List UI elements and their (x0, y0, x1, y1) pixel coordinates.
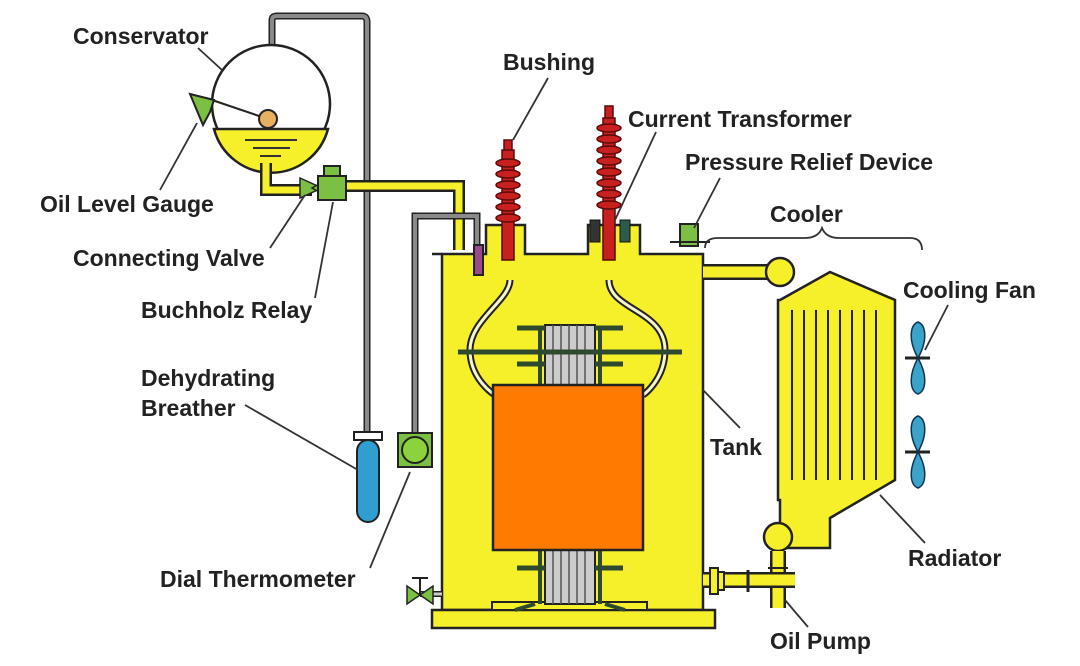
dehydrating-breather (356, 439, 380, 523)
oil-level-gauge (188, 92, 216, 128)
cooling-fan-top (905, 321, 930, 395)
label-dial-thermometer: Dial Thermometer (160, 566, 356, 592)
label-dehydrating-breather-line2: Breather (141, 395, 236, 421)
core (491, 383, 645, 552)
conservator (210, 43, 332, 174)
top-header-ball (764, 256, 796, 288)
label-oil-pump: Oil Pump (770, 628, 871, 654)
current-transformer (589, 219, 631, 243)
core-windings (458, 324, 682, 612)
oil-pump (703, 551, 795, 608)
drain-valve (406, 577, 442, 606)
label-dehydrating-breather-line1: Dehydrating (141, 365, 275, 391)
label-pressure-relief-device: Pressure Relief Device (685, 149, 933, 175)
label-bushing: Bushing (503, 49, 595, 75)
label-connecting-valve: Connecting Valve (73, 245, 265, 271)
label-buchholz-relay: Buchholz Relay (141, 297, 312, 323)
leader-lines (159, 47, 949, 628)
label-radiator: Radiator (908, 545, 1001, 571)
buchholz-relay (317, 175, 347, 201)
float-ball (258, 109, 278, 129)
label-cooler: Cooler (770, 201, 843, 227)
label-current-transformer: Current Transformer (628, 106, 852, 132)
bottom-header-ball (762, 521, 794, 553)
label-conservator: Conservator (73, 23, 209, 49)
oil-pipe (260, 163, 465, 250)
tank-base (430, 608, 717, 630)
bushing-right (596, 105, 622, 261)
pressure-relief-device (670, 223, 710, 247)
bushing-left (495, 139, 521, 261)
label-tank: Tank (710, 434, 762, 460)
label-oil-level-gauge: Oil Level Gauge (40, 191, 214, 217)
radiator (776, 270, 897, 550)
label-cooling-fan: Cooling Fan (903, 277, 1036, 303)
cooler-brace (704, 225, 923, 251)
cooling-fan-bottom (905, 415, 930, 489)
